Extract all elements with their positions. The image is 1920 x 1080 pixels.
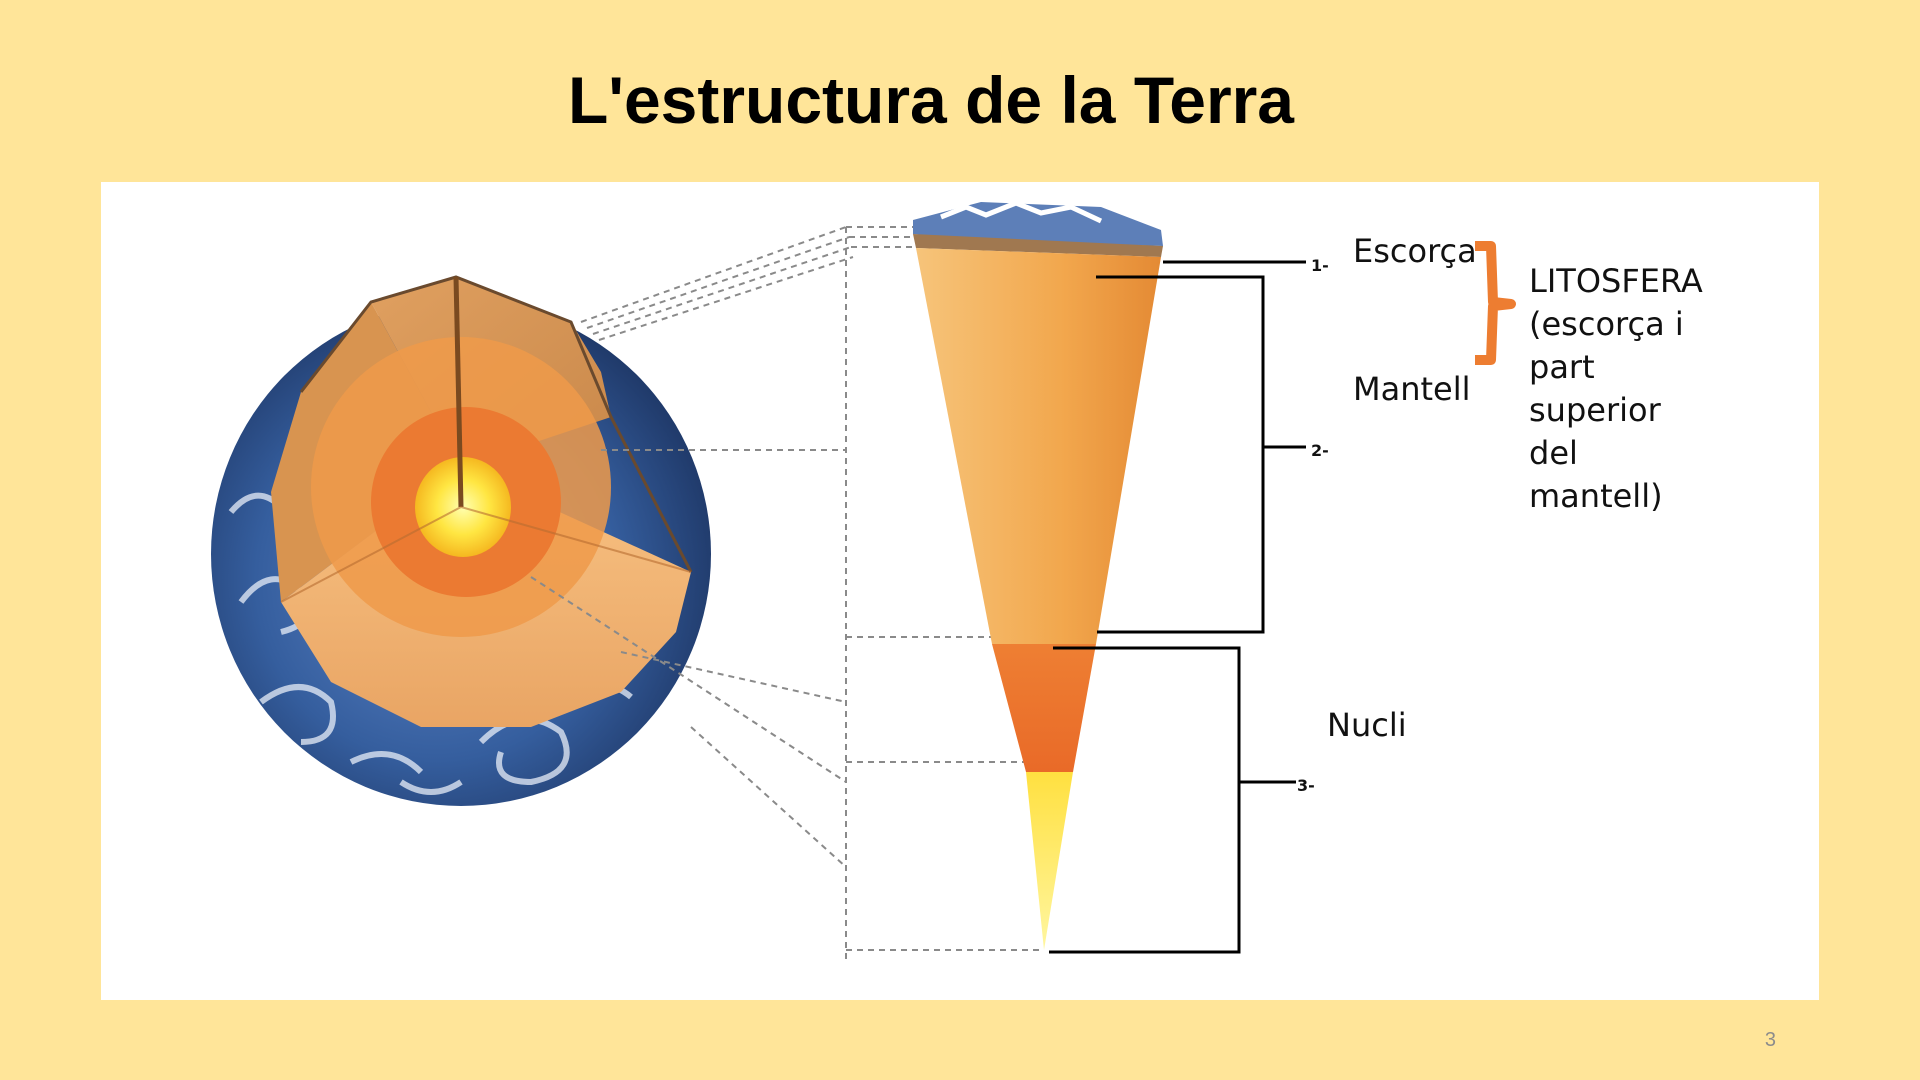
lithosphere-line: del xyxy=(1529,434,1578,472)
lithosphere-line: part xyxy=(1529,348,1595,386)
slide-title: L'estructura de la Terra xyxy=(567,63,1295,137)
page-number: 3 xyxy=(1764,1029,1776,1051)
lithosphere-line: LITOSFERA xyxy=(1529,262,1703,300)
projection-lines xyxy=(530,226,1041,962)
label-mantle: Mantell xyxy=(1353,370,1471,408)
label-crust: Escorça xyxy=(1353,232,1477,270)
wedge-inner-core xyxy=(1026,772,1073,950)
layer-brackets xyxy=(1049,260,1306,954)
lithosphere-line: (escorça i xyxy=(1529,305,1684,343)
marker-3: 3- xyxy=(1297,776,1315,795)
wedge-crust xyxy=(913,234,1163,257)
marker-2: 2- xyxy=(1311,441,1329,460)
layer-wedge xyxy=(913,200,1163,950)
axis-line xyxy=(453,276,464,508)
marker-1: 1- xyxy=(1311,256,1329,275)
lithosphere-line: mantell) xyxy=(1529,477,1663,515)
earth-structure-diagram xyxy=(211,200,1516,962)
earth-sphere xyxy=(211,275,711,806)
wedge-mantle xyxy=(916,248,1161,644)
label-lithosphere: LITOSFERA (escorça i part superior del m… xyxy=(1529,260,1729,518)
lithosphere-line: superior xyxy=(1529,391,1661,429)
diagram-panel: 1- 2- 3- Escorça Mantell Nucli LITOSFERA… xyxy=(101,182,1819,1000)
wedge-outer-core xyxy=(992,644,1096,772)
lithosphere-bracket xyxy=(1475,241,1516,365)
label-core: Nucli xyxy=(1327,706,1407,744)
